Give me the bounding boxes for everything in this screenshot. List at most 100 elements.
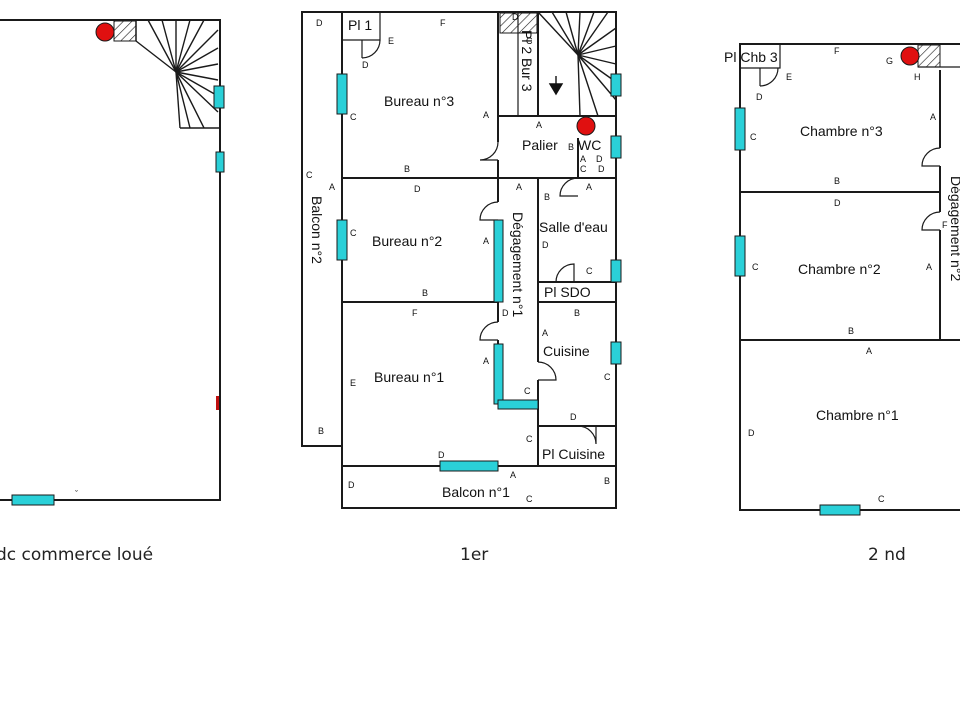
second-floor-outer-wall (739, 43, 960, 511)
sdo-door (555, 263, 575, 283)
wall-letter: E (786, 72, 792, 82)
wall-letter: C (604, 372, 611, 382)
window-ground-right-2 (215, 151, 225, 173)
caption-ground-floor: dc commerce loué (0, 545, 153, 565)
wall-letter: B (604, 476, 610, 486)
label-degagement2: Dégagement n°2 (948, 176, 960, 281)
wall-letter: D (596, 154, 603, 164)
palier-door (479, 141, 499, 161)
wall-letter: H (914, 72, 921, 82)
window-bureau3 (336, 73, 348, 115)
wall-letter: D (362, 60, 369, 70)
wall-letter: A (483, 110, 489, 120)
first-floor-plan: Pl 1 Bureau n°3 Bureau n°2 Bureau n°1 Ba… (301, 11, 622, 565)
label-plsdo: Pl SDO (544, 284, 591, 300)
wall-letter: F (440, 18, 446, 28)
wall-letter: E (350, 378, 356, 388)
wall-letter: F (942, 220, 948, 230)
wall-letter: C (752, 262, 759, 272)
window-deg-1 (493, 219, 504, 303)
wall-letter: A (926, 262, 932, 272)
wall-letter: C (526, 434, 533, 444)
caption-first-floor: 1er (460, 545, 488, 565)
label-bureau3: Bureau n°3 (384, 93, 454, 109)
window-sdo (610, 259, 622, 283)
smoke-detector-first (576, 116, 596, 136)
hatched-landing-first (499, 12, 538, 34)
wall-letter: G (886, 56, 893, 66)
label-bureau2: Bureau n°2 (372, 233, 442, 249)
first-floor-outer-wall (302, 11, 617, 468)
label-chambre3: Chambre n°3 (800, 123, 883, 139)
chambre2-door (921, 211, 941, 231)
window-wc (610, 135, 622, 159)
wall-letter: B (544, 192, 550, 202)
wall-letter: B (568, 142, 574, 152)
chambre3-door (921, 147, 941, 167)
ground-floor-plan: ˇ dc commerce loué (0, 19, 225, 565)
wall-letter: C (750, 132, 757, 142)
window-chambre1 (819, 504, 861, 516)
window-ground-bottom (11, 494, 55, 506)
label-palier: Palier (522, 137, 558, 153)
wall-letter: A (483, 236, 489, 246)
staircase-ground (135, 19, 220, 129)
smoke-detector-ground (95, 22, 115, 42)
smoke-detector-second (900, 46, 920, 66)
label-chambre2: Chambre n°2 (798, 261, 881, 277)
wall-letter: C (524, 386, 531, 396)
wall-letter: A (483, 356, 489, 366)
plcuisine-door (577, 425, 597, 445)
wall-letter: D (748, 428, 755, 438)
wall-letter: A (536, 120, 542, 130)
wall-letter: B (834, 176, 840, 186)
wall-letter: A (329, 182, 335, 192)
marker-ground-right (216, 396, 219, 410)
wall-letter: D (598, 164, 605, 174)
wall-letter: D (438, 450, 445, 460)
label-plbur3: Pl 2 Bur 3 (519, 30, 535, 92)
window-balcon1 (439, 460, 499, 472)
ground-floor-walls (0, 19, 221, 501)
label-balcon2: Balcon n°2 (309, 196, 325, 264)
wall-letter: C (580, 164, 587, 174)
wall-letter: D (316, 18, 323, 28)
wall-letter: A (516, 182, 522, 192)
label-salle-deau: Salle d'eau (539, 219, 608, 235)
plchb3-door-arc (759, 67, 779, 87)
wall-letter: C (350, 112, 357, 122)
wall-letter: F (412, 308, 418, 318)
wall-letter: A (866, 346, 872, 356)
wall-letter: D (756, 92, 763, 102)
label-chambre1: Chambre n°1 (816, 407, 899, 423)
wall-letter: C (350, 228, 357, 238)
label-pl1: Pl 1 (348, 17, 372, 33)
wall-letter: D (502, 308, 509, 318)
wall-letter: D (348, 480, 355, 490)
wall-letter: A (580, 154, 586, 164)
label-degagement1: Dégagement n°1 (510, 212, 526, 317)
wc-door (559, 177, 579, 197)
wall-letter: D (570, 412, 577, 422)
window-deg-3 (497, 399, 539, 410)
deg-door-2 (479, 321, 499, 341)
label-wc: WC (578, 137, 601, 153)
wall-letter: B (574, 308, 580, 318)
wall-letter: D (834, 198, 841, 208)
wall-letter: A (586, 182, 592, 192)
window-ground-right-1 (213, 85, 225, 109)
wall-letter: B (404, 164, 410, 174)
label-bureau1: Bureau n°1 (374, 369, 444, 385)
window-stair (610, 73, 622, 97)
hatched-landing (113, 20, 137, 42)
deg-door-1 (479, 201, 499, 221)
label-plchb3: Pl Chb 3 (724, 49, 778, 65)
label-balcon1: Balcon n°1 (442, 484, 510, 500)
window-cuisine (610, 341, 622, 365)
wall-letter: D (414, 184, 421, 194)
wall-letter: C (306, 170, 313, 180)
stair-arrow-icon (548, 76, 564, 96)
pl1-door-arc (361, 39, 381, 59)
wall-letter: C (878, 494, 885, 504)
